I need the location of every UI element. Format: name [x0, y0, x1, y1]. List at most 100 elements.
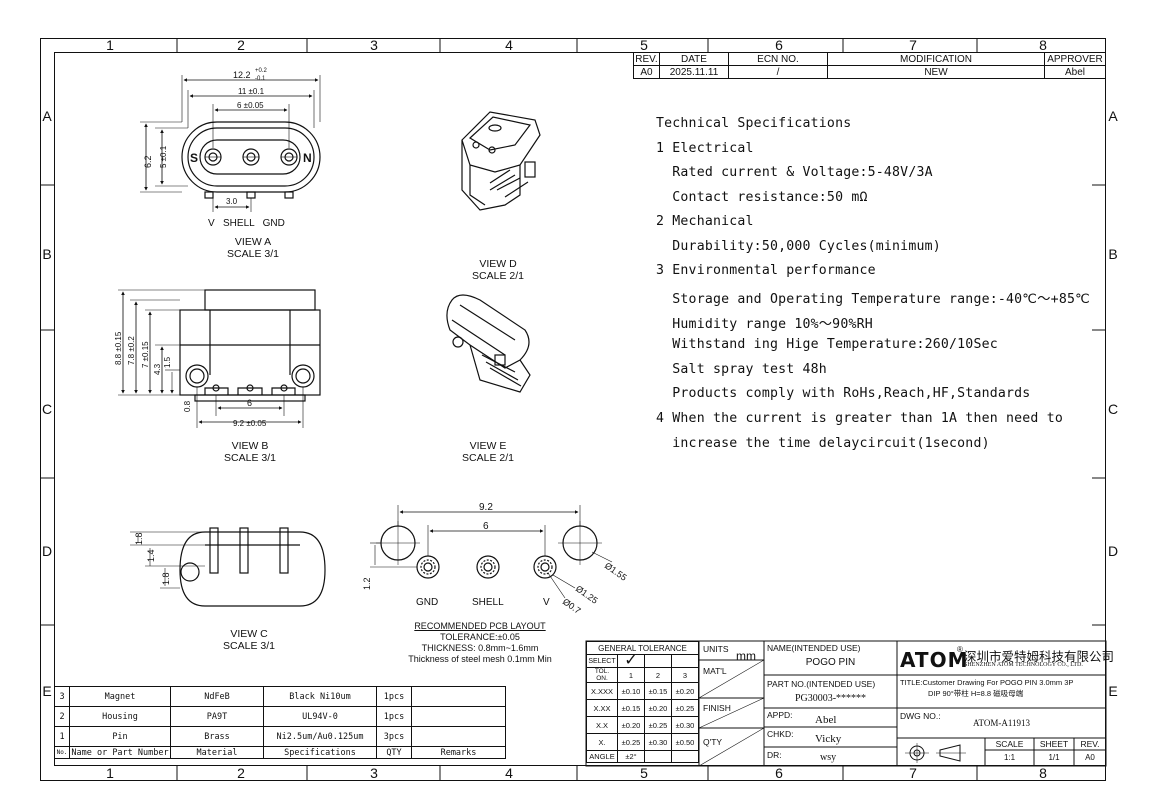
bom-row: 1 Pin Brass Ni2.5um/Au0.125um 3pcs [54, 726, 506, 747]
drawing-title-line1: TITLE:Customer Drawing For POGO PIN 3.0m… [900, 678, 1074, 687]
view-c-dim-b: 1.4 [146, 549, 156, 562]
zone-col-4-bottom: 4 [505, 765, 513, 781]
pcb-dim-inner: 6 [483, 521, 489, 532]
zone-col-3: 3 [370, 37, 378, 53]
bom-row: 2 Housing PA9T UL94V-0 1pcs [54, 706, 506, 727]
approved-label: APPD: [767, 710, 793, 720]
pcb-pad-v: V [543, 597, 550, 608]
pcb-pad-gnd: GND [416, 597, 438, 608]
zone-row-b: B [42, 246, 52, 262]
rev-label: REV. [1080, 739, 1100, 749]
drawing-border-inner [54, 52, 1106, 766]
company-name-cn: 深圳市爱特姆科技有限公司 [964, 650, 1115, 664]
view-b-title: VIEW B [231, 440, 269, 452]
view-e-drawing [446, 294, 531, 393]
view-b-dim-h5: 1.5 [163, 356, 172, 368]
spec-line-5: Durability:50,000 Cycles(minimum) [656, 239, 941, 254]
view-a-dim-inner-height: 5 ±0.1 [159, 145, 168, 168]
view-c-title: VIEW C [230, 628, 268, 640]
drawn-label: DR: [767, 750, 782, 760]
view-e-title: VIEW E [469, 440, 507, 452]
checked-label: CHKD: [767, 729, 794, 739]
spec-line-0: Technical Specifications [656, 116, 852, 131]
qty-label: Q'TY [703, 737, 723, 747]
approved-by: Abel [815, 714, 837, 726]
spec-line-7: Storage and Operating Temperature range:… [656, 292, 1091, 307]
spec-line-13: increase the time delaycircuit(1second) [656, 436, 990, 451]
zone-row-c: C [41, 401, 53, 417]
sheet-label: SHEET [1039, 739, 1069, 749]
zone-col-1: 1 [106, 37, 114, 53]
view-d-scale: SCALE 2/1 [472, 270, 524, 282]
drawn-by: wsy [820, 752, 837, 763]
view-c-dim-a: 1.8 [134, 532, 144, 545]
drawing-title-line2: DIP 90°带柱 H=8.8 磁吸母端 [928, 689, 1024, 698]
tolerance-check: ✓ [617, 653, 645, 669]
view-a-drawing [140, 75, 321, 212]
spec-line-8: Humidity range 10%～90%RH [656, 317, 873, 332]
pcb-layout-thickness: THICKNESS: 0.8mm~1.6mm [421, 643, 539, 653]
spec-line-2: Rated current & Voltage:5-48V/3A [656, 165, 933, 180]
rev-cell-approver: Abel [1044, 65, 1106, 79]
sheet-value: 1/1 [1048, 753, 1060, 762]
view-c-drawing [130, 527, 326, 607]
pcb-layout-steel-mesh: Thickness of steel mesh 0.1mm Min [408, 654, 552, 664]
view-a-dim-height: 6.2 [143, 155, 153, 168]
view-e-scale: SCALE 2/1 [462, 452, 514, 464]
view-a-dim-inner: 11 ±0.1 [238, 87, 265, 96]
bom-table: 3 Magnet NdFeB Black Ni10um 1pcs 2 Housi… [54, 686, 506, 759]
pcb-dim-height: 1.2 [362, 577, 372, 590]
zone-col-2: 2 [237, 37, 245, 53]
revision-table: REV. DATE ECN NO. MODIFICATION APPROVER … [633, 52, 1106, 79]
name-label: NAME(INTENDED USE) [767, 643, 861, 653]
view-b-dim-h6: 0.8 [183, 400, 192, 412]
zone-row-d-right: D [1107, 543, 1119, 559]
spec-line-6: 3 Environmental performance [656, 263, 876, 278]
view-c-label: VIEW C SCALE 3/1 [214, 628, 284, 652]
zone-col-7-bottom: 7 [909, 765, 917, 781]
spec-line-10: Salt spray test 48h [656, 362, 827, 377]
part-no-label: PART NO.(INTENDED USE) [767, 679, 876, 689]
zone-row-c-right: C [1107, 401, 1119, 417]
view-a-dim-pin-pitch: 3.0 [226, 197, 238, 206]
zone-col-8: 8 [1039, 37, 1047, 53]
zone-row-e: E [42, 683, 52, 699]
view-a-dim-width: 12.2 [233, 70, 251, 80]
view-b-scale: SCALE 3/1 [224, 452, 276, 464]
zone-row-a: A [42, 108, 52, 124]
scale-value: 1:1 [1003, 753, 1016, 762]
view-a-scale: SCALE 3/1 [227, 248, 279, 260]
view-b-drawing [118, 289, 321, 428]
view-b-dim-w2: 9.2 ±0.05 [233, 419, 267, 428]
view-d-label: VIEW D SCALE 2/1 [463, 258, 533, 282]
zone-col-2-bottom: 2 [237, 765, 245, 781]
zone-col-7: 7 [909, 37, 917, 53]
spec-line-11: Products comply with RoHs,Reach,HF,Stand… [656, 386, 1031, 401]
scale-label: SCALE [995, 739, 1024, 749]
part-no: PG30003-****** [794, 693, 867, 704]
tolerance-cell [671, 750, 699, 763]
view-d-drawing [461, 111, 541, 211]
view-a-pole-n: N [303, 151, 312, 165]
rev-value: A0 [1085, 753, 1095, 762]
part-name: POGO PIN [805, 657, 856, 668]
zone-col-6: 6 [775, 37, 783, 53]
pcb-layout-title: RECOMMENDED PCB LAYOUT [414, 621, 546, 631]
view-e-label: VIEW E SCALE 2/1 [453, 440, 523, 464]
zone-col-4: 4 [505, 37, 513, 53]
zone-col-3-bottom: 3 [370, 765, 378, 781]
pcb-dim-outer: 9.2 [479, 502, 493, 513]
dwg-no: ATOM-A11913 [972, 718, 1030, 728]
view-a-title: VIEW A [234, 236, 272, 248]
material-label: MAT'L [703, 666, 727, 676]
zone-row-b-right: B [1108, 246, 1118, 262]
units-label: UNITS [703, 644, 729, 654]
view-a-dim-width-tol-dn: -0.1 [255, 76, 266, 82]
company-logo: ATOM [900, 648, 969, 672]
view-b-dim-h4: 4.3 [153, 363, 162, 375]
spec-line-1: 1 Electrical [656, 141, 754, 156]
view-a-dim-width-tol-up: +0.2 [255, 68, 268, 74]
bom-row: 3 Magnet NdFeB Black Ni10um 1pcs [54, 686, 506, 707]
